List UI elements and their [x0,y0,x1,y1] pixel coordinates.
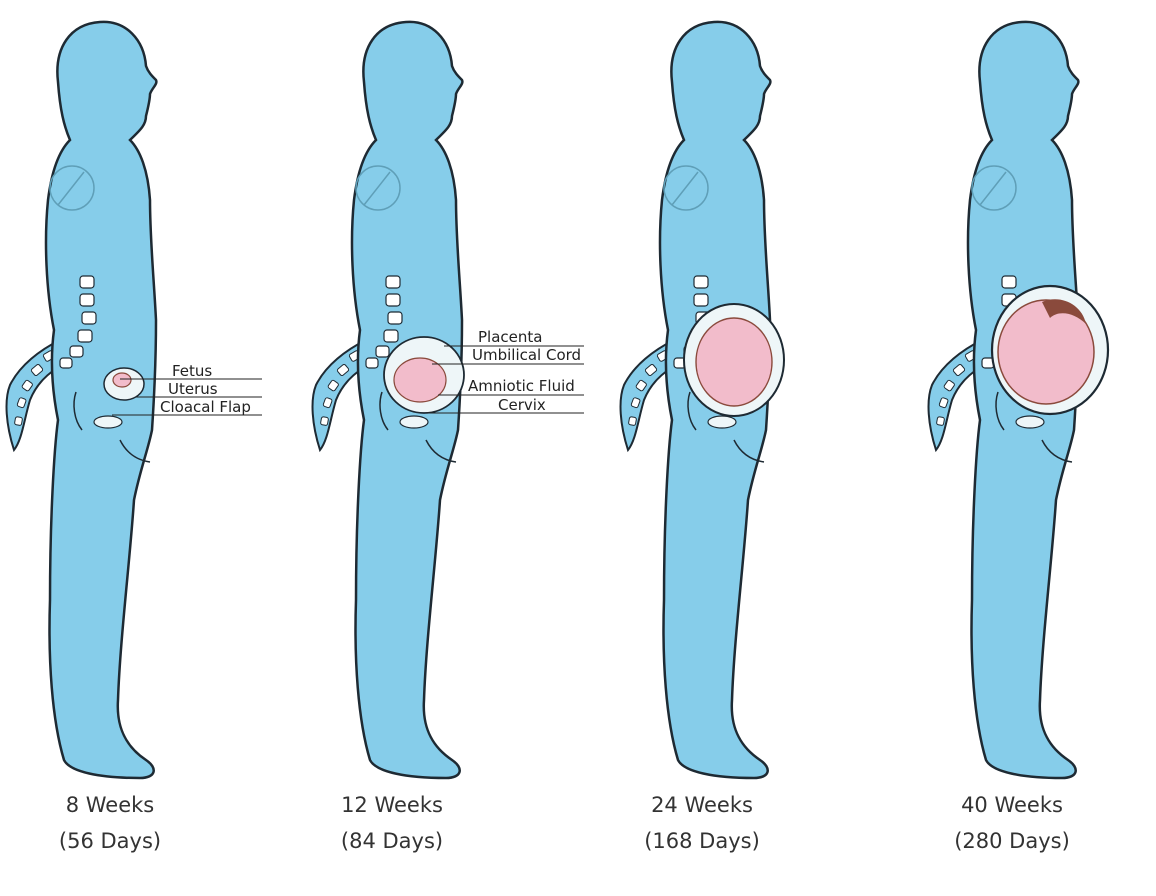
fetus [393,357,447,403]
caption-weeks-3: 24 Weeks [651,793,753,817]
figure-40-weeks [927,20,1110,780]
caption-days-1: (56 Days) [59,829,161,853]
label-placenta: Placenta [478,328,542,346]
label-uterus: Uterus [168,380,218,398]
fetus-hair [1042,299,1086,324]
fetus [997,299,1095,405]
figure-12-weeks [311,20,465,780]
caption-weeks-4: 40 Weeks [961,793,1063,817]
figure-8-weeks [5,20,158,780]
leaders-12-weeks [426,345,584,414]
label-umbilical-cord: Umbilical Cord [472,346,581,364]
leaders-8-weeks [112,378,262,416]
caption-days-3: (168 Days) [644,829,760,853]
fetus [112,372,132,388]
caption-days-4: (280 Days) [954,829,1070,853]
label-cloacal-flap: Cloacal Flap [160,398,251,416]
label-amniotic-fluid: Amniotic Fluid [468,377,575,395]
figure-24-weeks [619,20,785,780]
label-fetus: Fetus [172,362,212,380]
label-cervix: Cervix [498,396,546,414]
caption-weeks-1: 8 Weeks [66,793,155,817]
caption-weeks-2: 12 Weeks [341,793,443,817]
caption-days-2: (84 Days) [341,829,443,853]
fetus [695,317,773,407]
